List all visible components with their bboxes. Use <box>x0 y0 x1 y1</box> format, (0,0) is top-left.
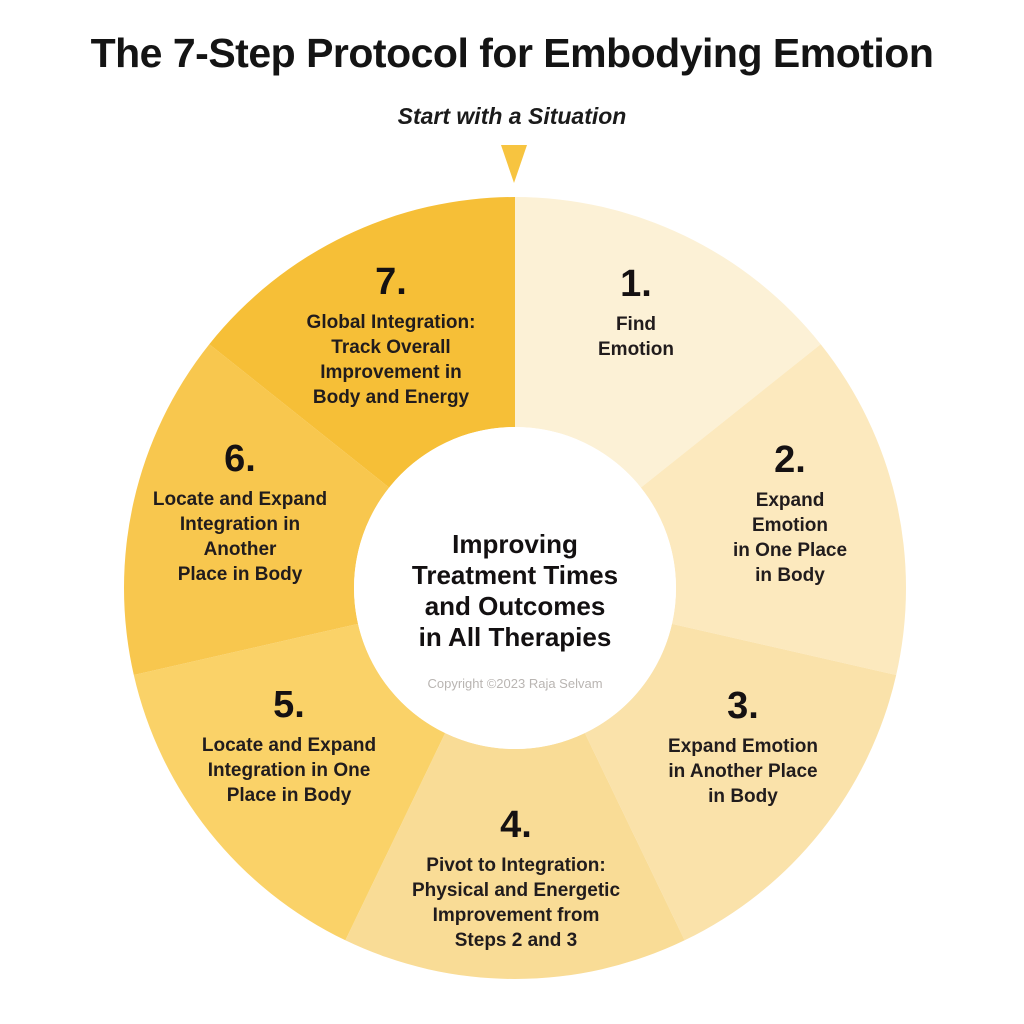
segment-4-number: 4. <box>500 804 532 846</box>
start-arrow-icon <box>501 145 527 183</box>
segment-5-label-block: 5. Locate and Expand Integration in One … <box>202 684 376 808</box>
segment-7-number: 7. <box>375 261 407 303</box>
segment-3-label-block: 3. Expand Emotion in Another Place in Bo… <box>668 685 818 809</box>
segment-6-number: 6. <box>224 438 256 480</box>
segment-5-label: Locate and Expand Integration in One Pla… <box>201 734 377 806</box>
segment-7-label-block: 7. Global Integration: Track Overall Imp… <box>307 261 476 410</box>
wheel-segment-1 <box>515 197 821 488</box>
subtitle: Start with a Situation <box>397 103 627 129</box>
segment-1-label: Find Emotion <box>598 313 674 360</box>
center-circle <box>354 427 676 749</box>
wheel-segment-7 <box>209 197 515 488</box>
segment-6-label: Locate and Expand Integration in Another… <box>152 488 328 585</box>
wheel-segment-4 <box>345 733 685 979</box>
segment-6-label-block: 6. Locate and Expand Integration in Anot… <box>153 438 327 587</box>
wheel-chart <box>123 197 906 979</box>
segment-4-label: Pivot to Integration: Physical and Energ… <box>411 854 621 951</box>
segment-2-label-block: 2. Expand Emotion in One Place in Body <box>732 439 849 588</box>
wheel-segment-2 <box>640 344 906 676</box>
segment-1-label-block: 1. Find Emotion <box>598 263 674 362</box>
copyright-text: Copyright ©2023 Raja Selvam <box>427 676 603 691</box>
wheel-segment-3 <box>584 623 897 941</box>
wheel-segment-5 <box>133 623 446 941</box>
page-title: The 7-Step Protocol for Embodying Emotio… <box>90 30 934 76</box>
segment-5-number: 5. <box>273 684 305 726</box>
segment-3-label: Expand Emotion in Another Place in Body <box>668 735 818 807</box>
wheel-segment-6 <box>123 344 390 676</box>
center-title: Improving Treatment Times and Outcomes i… <box>411 529 619 652</box>
segment-7-label: Global Integration: Track Overall Improv… <box>306 311 476 408</box>
seven-step-wheel: 1. Find Emotion 2. Expand Emotion in One… <box>123 196 907 980</box>
segment-2-label: Expand Emotion in One Place in Body <box>732 489 848 586</box>
segment-3-number: 3. <box>727 685 759 727</box>
segment-1-number: 1. <box>620 263 652 305</box>
segment-4-label-block: 4. Pivot to Integration: Physical and En… <box>412 804 620 953</box>
segment-2-number: 2. <box>774 439 806 481</box>
